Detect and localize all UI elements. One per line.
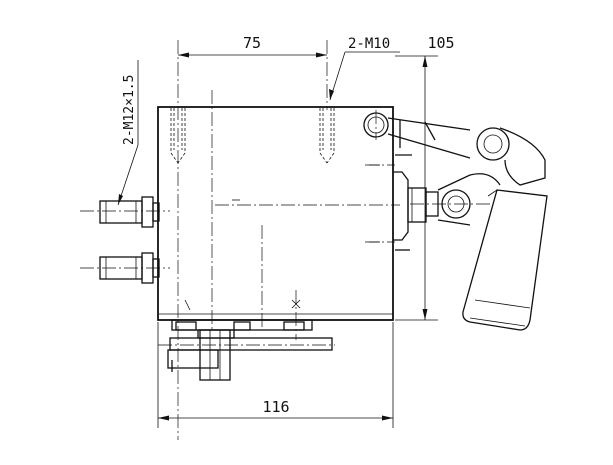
handle-linkage xyxy=(387,117,546,226)
dimension-105-label: 105 xyxy=(427,34,454,52)
dimension-m12-leader: 2-M12×1.5 xyxy=(117,60,139,206)
dimension-105: 105 xyxy=(395,34,455,321)
dimension-75: 75 xyxy=(178,34,327,58)
m10-hole-right xyxy=(319,108,335,164)
dimension-116-label: 116 xyxy=(262,398,289,416)
fitting-lower xyxy=(99,252,160,284)
m10-hole-left xyxy=(170,108,186,164)
bottom-assembly xyxy=(167,319,333,381)
handle-grip xyxy=(462,189,548,331)
center-lines xyxy=(80,40,490,440)
fitting-upper xyxy=(99,196,160,228)
dimension-m10-label: 2-M10 xyxy=(348,36,390,52)
valve-body xyxy=(157,106,394,321)
pivot-pin xyxy=(363,112,389,138)
piston-housing xyxy=(393,154,439,251)
dimension-75-label: 75 xyxy=(243,34,261,52)
dimension-116: 116 xyxy=(157,322,394,428)
body-details xyxy=(184,164,380,311)
dimension-m12-label: 2-M12×1.5 xyxy=(122,75,137,145)
dimension-m10-leader: 2-M10 xyxy=(329,36,400,101)
